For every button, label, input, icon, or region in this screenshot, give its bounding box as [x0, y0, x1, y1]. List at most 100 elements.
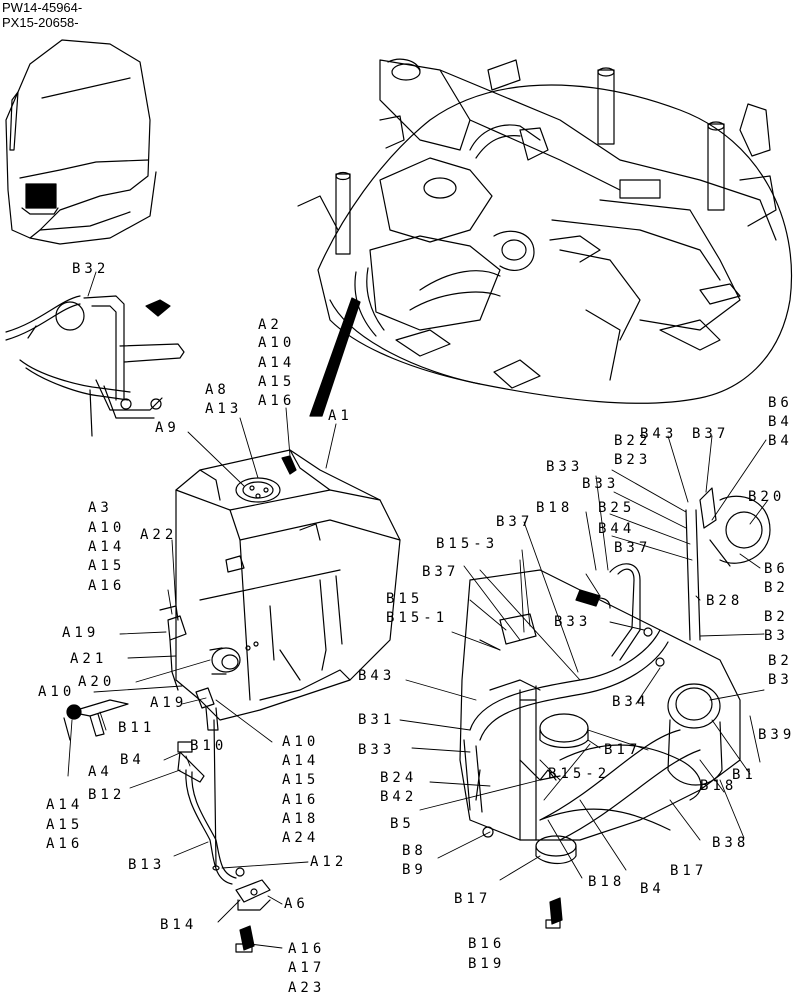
- label-A16[interactable]: A16: [46, 836, 84, 852]
- label-A20[interactable]: A20: [78, 674, 116, 690]
- label-A16[interactable]: A16: [288, 941, 326, 957]
- label-A10[interactable]: A10: [38, 684, 76, 700]
- label-A19[interactable]: A19: [150, 695, 188, 711]
- label-B31[interactable]: B31: [358, 712, 396, 728]
- label-B9[interactable]: B9: [402, 862, 427, 878]
- label-B3[interactable]: B3: [768, 672, 793, 688]
- label-B15_2[interactable]: B15-2: [548, 766, 611, 782]
- leader-lines: [67, 271, 769, 949]
- label-B38[interactable]: B38: [712, 835, 750, 851]
- label-B1[interactable]: B1: [732, 767, 757, 783]
- label-B43[interactable]: B43: [640, 426, 678, 442]
- label-B2[interactable]: B2: [764, 580, 789, 596]
- label-B3[interactable]: B3: [764, 628, 789, 644]
- label-A18[interactable]: A18: [282, 811, 320, 827]
- label-B25[interactable]: B25: [598, 500, 636, 516]
- label-B18[interactable]: B18: [588, 874, 626, 890]
- label-B20[interactable]: B20: [748, 489, 786, 505]
- label-B42[interactable]: B42: [380, 789, 418, 805]
- label-B17[interactable]: B17: [454, 891, 492, 907]
- label-A6[interactable]: A6: [284, 896, 309, 912]
- label-B6[interactable]: B6: [764, 561, 789, 577]
- label-A10[interactable]: A10: [88, 520, 126, 536]
- machine-overview-thumbnail: [5, 39, 157, 245]
- label-A14[interactable]: A14: [88, 539, 126, 555]
- label-B12[interactable]: B12: [88, 787, 126, 803]
- label-B33[interactable]: B33: [546, 459, 584, 475]
- label-B19[interactable]: B19: [468, 956, 506, 972]
- label-B24[interactable]: B24: [380, 770, 418, 786]
- label-B18[interactable]: B18: [536, 500, 574, 516]
- label-B5[interactable]: B5: [390, 816, 415, 832]
- callout-arrow: [309, 297, 361, 417]
- label-A15[interactable]: A15: [282, 772, 320, 788]
- label-B4[interactable]: B4: [768, 414, 793, 430]
- serial-range-line-1: PW14-45964-: [2, 0, 83, 15]
- label-B2[interactable]: B2: [768, 653, 793, 669]
- label-A15[interactable]: A15: [46, 817, 84, 833]
- label-A10[interactable]: A10: [258, 335, 296, 351]
- label-A22[interactable]: A22: [140, 527, 178, 543]
- label-B17[interactable]: B17: [670, 863, 708, 879]
- label-A19[interactable]: A19: [62, 625, 100, 641]
- label-A1[interactable]: A1: [328, 408, 353, 424]
- label-B22[interactable]: B22: [614, 433, 652, 449]
- label-B43[interactable]: B43: [358, 668, 396, 684]
- label-A10[interactable]: A10: [282, 734, 320, 750]
- label-A3[interactable]: A3: [88, 500, 113, 516]
- bracket-and-bolt: [63, 699, 129, 741]
- label-B15[interactable]: B15: [386, 591, 424, 607]
- label-A16[interactable]: A16: [258, 393, 296, 409]
- label-B11[interactable]: B11: [118, 720, 156, 736]
- serial-range-line-2: PX15-20658-: [2, 15, 79, 30]
- label-B4[interactable]: B4: [768, 433, 793, 449]
- label-B32[interactable]: B32: [72, 261, 110, 277]
- label-B8[interactable]: B8: [402, 843, 427, 859]
- label-B15_3[interactable]: B15-3: [436, 536, 499, 552]
- label-A8[interactable]: A8: [205, 382, 230, 398]
- label-A14[interactable]: A14: [258, 355, 296, 371]
- label-A24[interactable]: A24: [282, 830, 320, 846]
- label-A13[interactable]: A13: [205, 401, 243, 417]
- label-B18[interactable]: B18: [700, 778, 738, 794]
- label-B2[interactable]: B2: [764, 609, 789, 625]
- label-A17[interactable]: A17: [288, 960, 326, 976]
- label-A15[interactable]: A15: [88, 558, 126, 574]
- label-A4[interactable]: A4: [88, 764, 113, 780]
- label-B10[interactable]: B10: [190, 738, 228, 754]
- label-B14[interactable]: B14: [160, 917, 198, 933]
- label-B16[interactable]: B16: [468, 936, 506, 952]
- label-A21[interactable]: A21: [70, 651, 108, 667]
- label-B13[interactable]: B13: [128, 857, 166, 873]
- label-B28[interactable]: B28: [706, 593, 744, 609]
- label-A9[interactable]: A9: [155, 420, 180, 436]
- label-A2[interactable]: A2: [258, 317, 283, 333]
- label-A12[interactable]: A12: [310, 854, 348, 870]
- label-B33[interactable]: B33: [582, 476, 620, 492]
- label-B37[interactable]: B37: [692, 426, 730, 442]
- label-B15_1[interactable]: B15-1: [386, 610, 449, 626]
- label-B6[interactable]: B6: [768, 395, 793, 411]
- label-A14[interactable]: A14: [46, 797, 84, 813]
- label-B39[interactable]: B39: [758, 727, 796, 743]
- revolving-frame-assembly: [297, 58, 793, 404]
- label-B17[interactable]: B17: [604, 742, 642, 758]
- label-B33[interactable]: B33: [358, 742, 396, 758]
- label-A23[interactable]: A23: [288, 980, 326, 996]
- label-A16[interactable]: A16: [282, 792, 320, 808]
- label-A14[interactable]: A14: [282, 753, 320, 769]
- label-B37[interactable]: B37: [614, 540, 652, 556]
- label-B44[interactable]: B44: [598, 521, 636, 537]
- label-B23[interactable]: B23: [614, 452, 652, 468]
- label-B37[interactable]: B37: [422, 564, 460, 580]
- label-B4[interactable]: B4: [120, 752, 145, 768]
- hose-routing-assembly: [459, 487, 771, 929]
- label-A15[interactable]: A15: [258, 374, 296, 390]
- label-B4[interactable]: B4: [640, 881, 665, 897]
- label-B33[interactable]: B33: [554, 614, 592, 630]
- label-A16[interactable]: A16: [88, 578, 126, 594]
- fuel-tank: [159, 449, 401, 731]
- label-B37[interactable]: B37: [496, 514, 534, 530]
- label-B34[interactable]: B34: [612, 694, 650, 710]
